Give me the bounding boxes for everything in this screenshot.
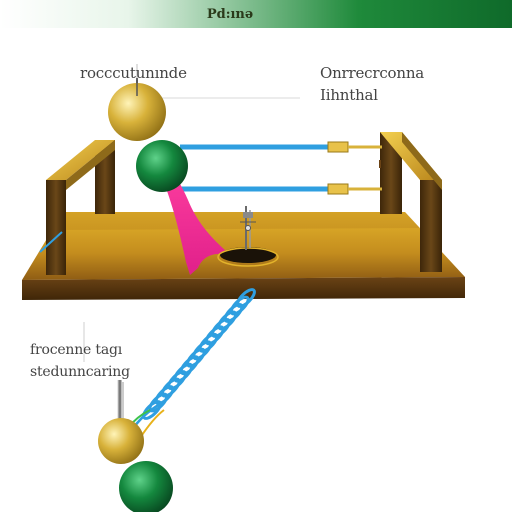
top-green-sphere [136,140,188,192]
top-gold-sphere [108,78,166,141]
label-bottom-left-line2: stedunncaring [30,364,130,380]
banner-title: Pd:ınə [207,7,253,22]
table-top [22,212,465,280]
table [22,212,465,300]
left-post [46,140,115,275]
coil-spring [142,288,256,420]
header-banner: Pd:ınə [0,0,512,28]
right-post [380,132,442,272]
left-lead [39,231,63,253]
bottom-gold-sphere [98,380,144,464]
wires [180,141,382,195]
bottom-green-sphere [119,461,173,512]
label-bottom-left-line1: frocenne tagı [30,342,123,358]
label-top-right-line1: Onrrecrconna [320,64,425,82]
label-top-right-line2: Iihnthal [320,86,378,104]
magenta-beam [158,162,232,275]
coil-loop [142,400,162,420]
table-hole [220,247,276,263]
table-front-edge [22,277,465,300]
label-top-left: rocccutunınde [80,64,187,82]
probe-stand [240,206,256,250]
